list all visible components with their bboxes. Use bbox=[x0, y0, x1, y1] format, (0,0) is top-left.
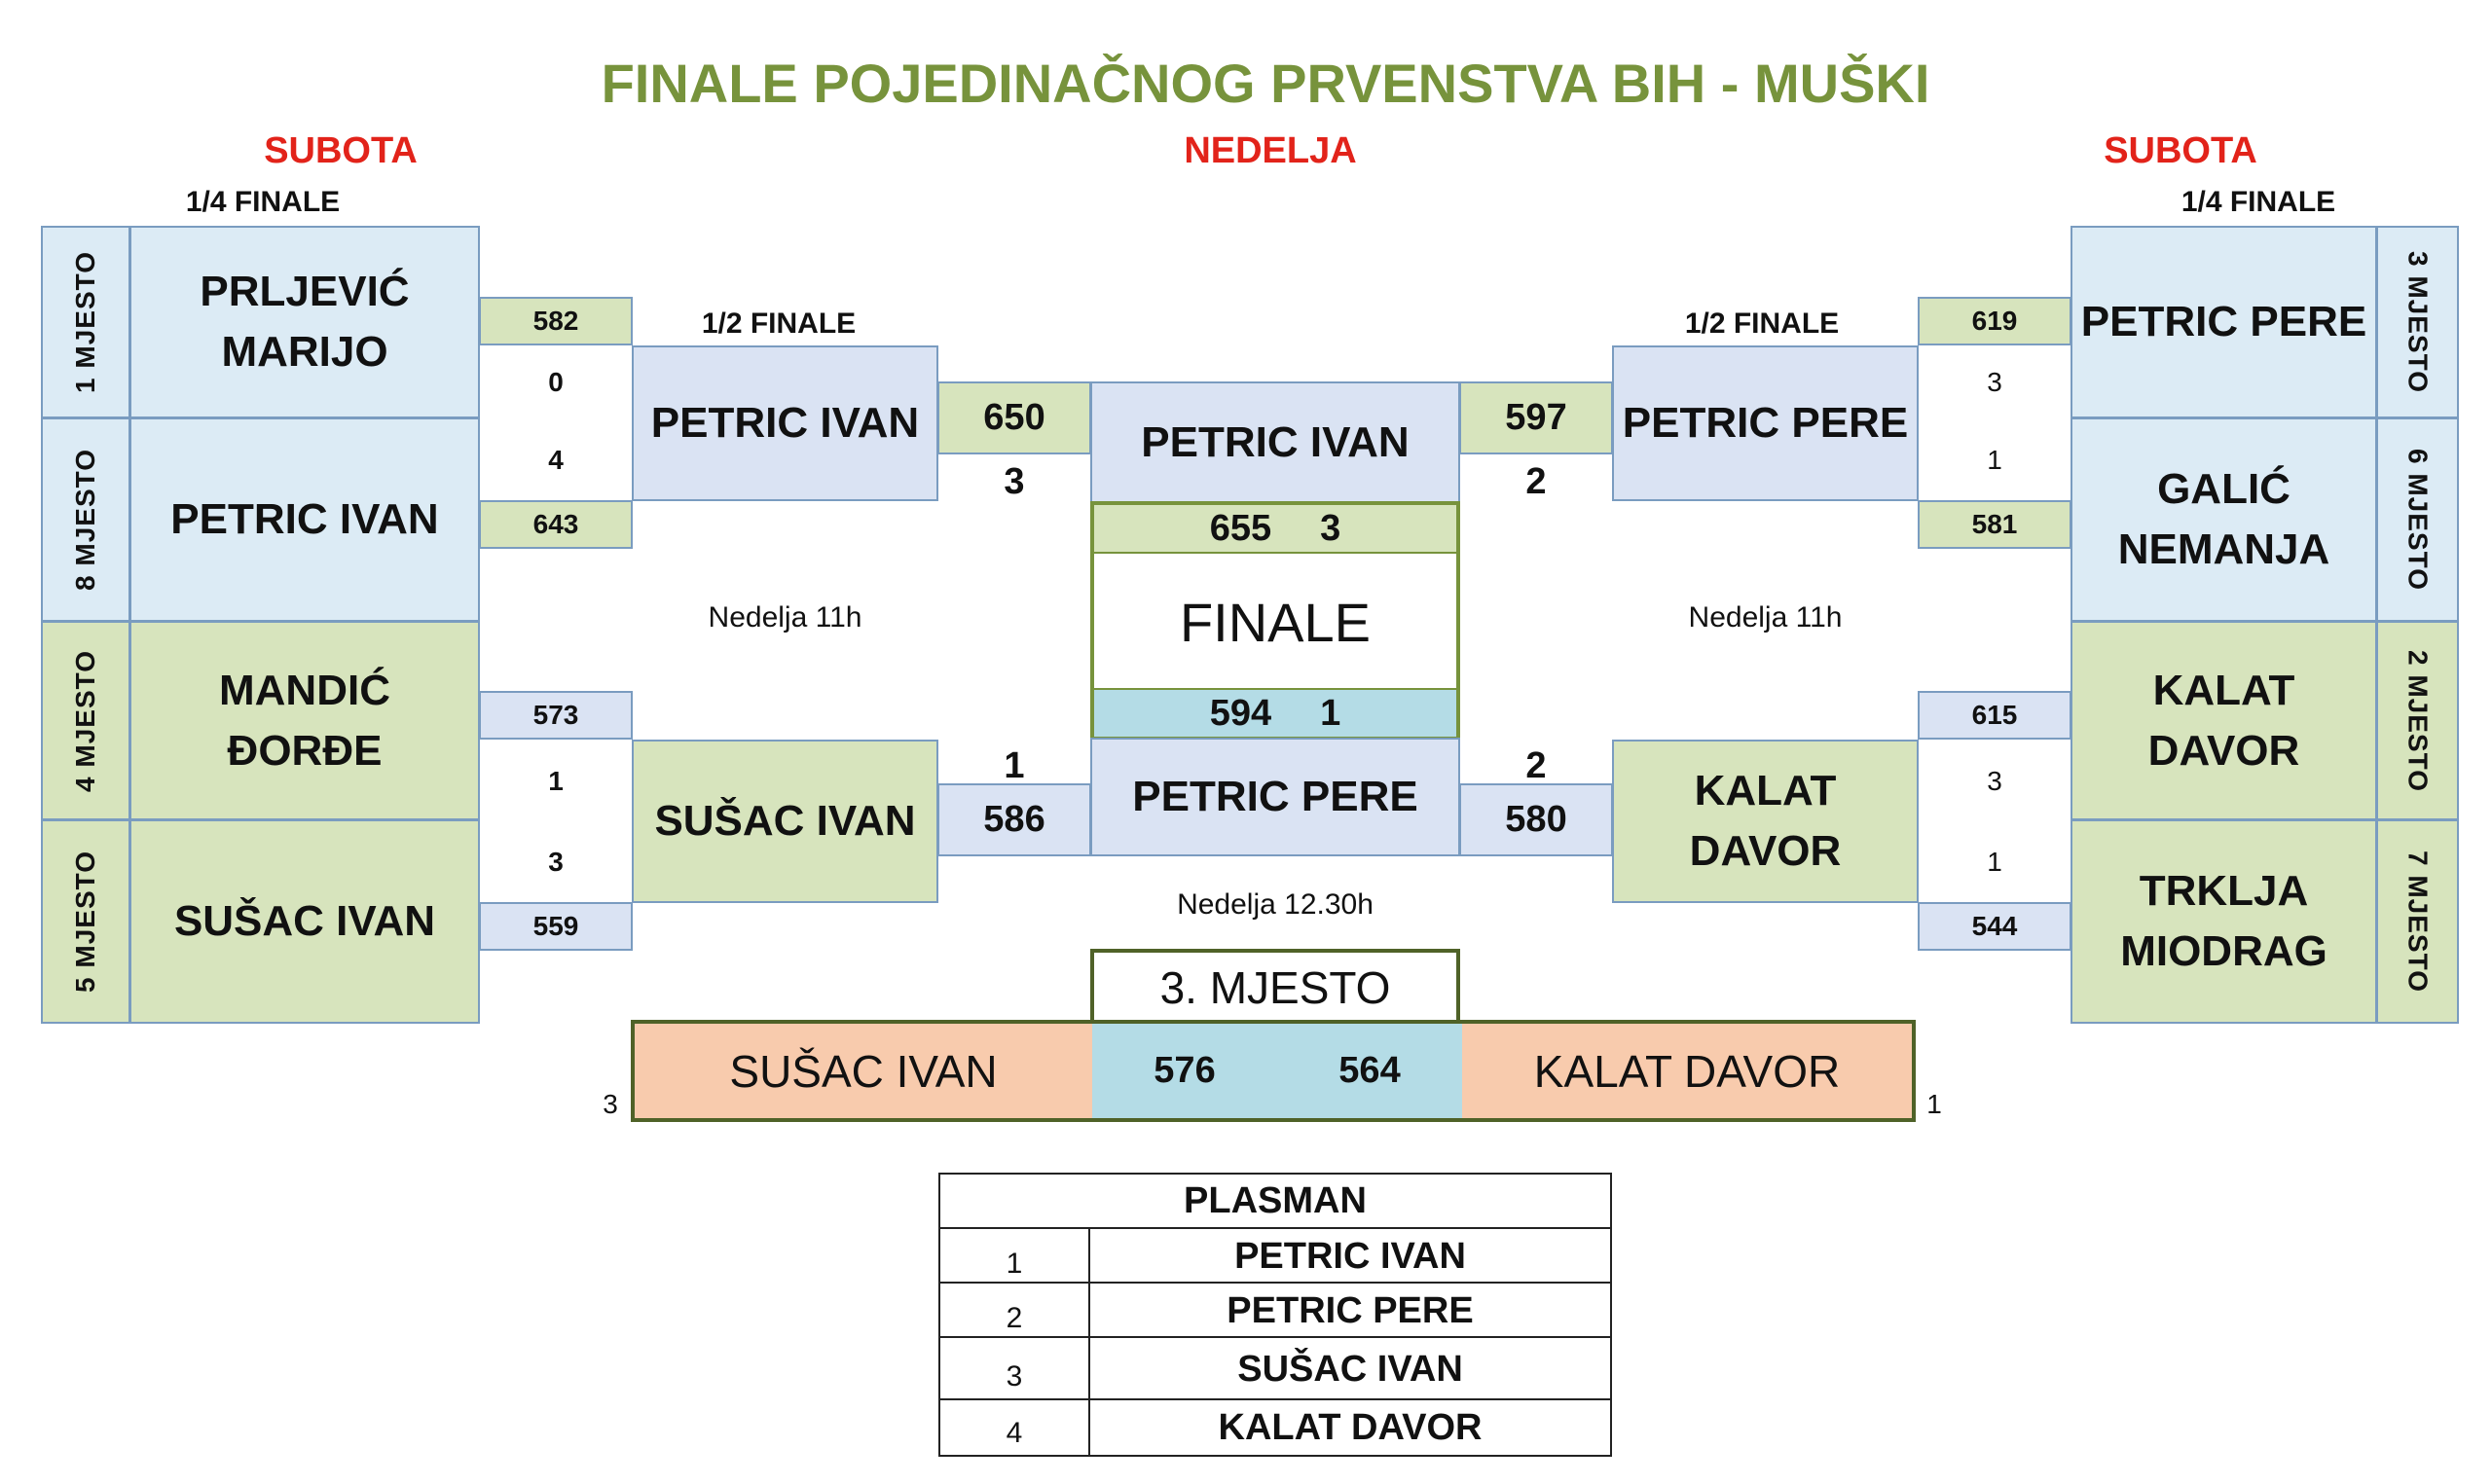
third-place-right-score: 564 bbox=[1338, 1050, 1401, 1091]
qf-score: 559 bbox=[479, 902, 633, 951]
day-label-right: SUBOTA bbox=[2104, 129, 2257, 171]
third-place-scores: 576 564 bbox=[1092, 1024, 1462, 1118]
standings-name: SUŠAC IVAN bbox=[1237, 1348, 1463, 1390]
standings-name: PETRIC PERE bbox=[1227, 1289, 1474, 1331]
qf-sets: 1 bbox=[1987, 444, 2002, 475]
player-cell: PRLJEVIĆ MARIJO bbox=[129, 226, 480, 418]
round-label-sf-right: 1/2 FINALE bbox=[1684, 307, 1840, 340]
qf-score: 643 bbox=[479, 500, 633, 549]
player-cell: GALIĆ NEMANJA bbox=[2071, 417, 2377, 622]
qf-sets: 3 bbox=[548, 846, 564, 877]
semifinal-score: 580 bbox=[1459, 783, 1613, 856]
table-row: 2 PETRIC PERE bbox=[940, 1284, 1610, 1338]
seed-cell: 8 MJESTO bbox=[41, 417, 130, 622]
seed-label: 6 MJESTO bbox=[2402, 449, 2434, 591]
final-top-sets: 3 bbox=[1320, 507, 1341, 549]
semifinal-score: 597 bbox=[1459, 381, 1613, 454]
third-place-right-player: KALAT DAVOR bbox=[1462, 1024, 1912, 1118]
seed-cell: 3 MJESTO bbox=[2376, 226, 2459, 418]
semifinal-player: SUŠAC IVAN bbox=[632, 740, 938, 903]
standings-rank: 4 bbox=[1006, 1417, 1023, 1449]
match-time: Nedelja 11h bbox=[708, 601, 862, 633]
qf-sets: 1 bbox=[548, 765, 564, 796]
standings-name: KALAT DAVOR bbox=[1218, 1406, 1483, 1448]
standings-name: PETRIC IVAN bbox=[1234, 1235, 1466, 1277]
qf-score: 582 bbox=[479, 297, 633, 345]
third-place-left-score: 576 bbox=[1154, 1050, 1216, 1091]
seed-label: 7 MJESTO bbox=[2402, 851, 2434, 993]
qf-sets: 3 bbox=[1987, 366, 2002, 397]
seed-label: 8 MJESTO bbox=[70, 449, 100, 591]
third-place-label: 3. MJESTO bbox=[1090, 949, 1460, 1022]
standings-rank: 3 bbox=[1006, 1360, 1023, 1393]
qf-sets: 0 bbox=[548, 366, 564, 397]
player-cell: SUŠAC IVAN bbox=[129, 819, 480, 1024]
final-label: FINALE bbox=[1179, 591, 1372, 653]
match-time: Nedelja 11h bbox=[1688, 601, 1843, 633]
player-cell: MANDIĆ ĐORĐE bbox=[129, 621, 480, 820]
qf-score: 581 bbox=[1918, 500, 2071, 549]
day-label-center: NEDELJA bbox=[1184, 129, 1357, 171]
day-label-left: SUBOTA bbox=[264, 129, 418, 171]
seed-label: 3 MJESTO bbox=[2402, 251, 2434, 393]
seed-cell: 7 MJESTO bbox=[2376, 819, 2459, 1024]
seed-label: 1 MJESTO bbox=[70, 251, 100, 393]
page-title: FINALE POJEDINAČNOG PRVENSTVA BIH - MUŠK… bbox=[601, 52, 1930, 114]
third-place-left-player: SUŠAC IVAN bbox=[635, 1024, 1092, 1118]
round-label-qf-left: 1/4 FINALE bbox=[185, 185, 341, 218]
qf-sets: 1 bbox=[1987, 846, 2002, 877]
final-top-score: 655 bbox=[1209, 507, 1272, 549]
final-bottom-sets: 1 bbox=[1320, 692, 1341, 734]
semifinal-player: PETRIC IVAN bbox=[632, 345, 938, 501]
table-row: 4 KALAT DAVOR bbox=[940, 1400, 1610, 1455]
final-bottom-score: 594 bbox=[1209, 692, 1272, 734]
semifinal-sets: 1 bbox=[1004, 744, 1025, 786]
seed-cell: 5 MJESTO bbox=[41, 819, 130, 1024]
final-time: Nedelja 12.30h bbox=[1177, 888, 1374, 921]
standings-table: PLASMAN 1 PETRIC IVAN 2 PETRIC PERE 3 SU… bbox=[938, 1173, 1612, 1457]
standings-rank: 2 bbox=[1006, 1302, 1023, 1334]
qf-sets: 3 bbox=[1987, 765, 2002, 796]
semifinal-player: KALAT DAVOR bbox=[1612, 740, 1919, 903]
round-label-sf-left: 1/2 FINALE bbox=[701, 307, 857, 340]
qf-score: 544 bbox=[1918, 902, 2071, 951]
final-bottom-score-row: 594 1 bbox=[1094, 688, 1456, 737]
semifinal-sets: 3 bbox=[1004, 460, 1025, 502]
third-place-left-sets: 3 bbox=[603, 1089, 618, 1119]
table-row: 3 SUŠAC IVAN bbox=[940, 1338, 1610, 1400]
semifinal-score: 650 bbox=[937, 381, 1091, 454]
qf-score: 615 bbox=[1918, 691, 2071, 740]
seed-label: 5 MJESTO bbox=[70, 851, 100, 993]
seed-cell: 4 MJESTO bbox=[41, 621, 130, 820]
standings-rank: 1 bbox=[1006, 1248, 1023, 1280]
semifinal-sets: 2 bbox=[1525, 744, 1547, 786]
third-place-right-sets: 1 bbox=[1926, 1089, 1942, 1119]
finalist-bottom: PETRIC PERE bbox=[1090, 738, 1460, 856]
player-cell: KALAT DAVOR bbox=[2071, 621, 2377, 820]
seed-label: 4 MJESTO bbox=[70, 649, 100, 792]
player-cell: TRKLJA MIODRAG bbox=[2071, 819, 2377, 1024]
final-top-score-row: 655 3 bbox=[1094, 505, 1456, 554]
finalist-top: PETRIC IVAN bbox=[1090, 381, 1460, 503]
standings-divider bbox=[1088, 1229, 1090, 1455]
player-cell: PETRIC PERE bbox=[2071, 226, 2377, 418]
semifinal-score: 586 bbox=[937, 783, 1091, 856]
final-box: 655 3 FINALE 594 1 bbox=[1090, 501, 1460, 740]
seed-cell: 2 MJESTO bbox=[2376, 621, 2459, 820]
qf-sets: 4 bbox=[548, 444, 564, 475]
seed-label: 2 MJESTO bbox=[2402, 649, 2434, 792]
seed-cell: 1 MJESTO bbox=[41, 226, 130, 418]
round-label-qf-right: 1/4 FINALE bbox=[2180, 185, 2336, 218]
player-cell: PETRIC IVAN bbox=[129, 417, 480, 622]
semifinal-player: PETRIC PERE bbox=[1612, 345, 1919, 501]
seed-cell: 6 MJESTO bbox=[2376, 417, 2459, 622]
qf-score: 573 bbox=[479, 691, 633, 740]
table-row: 1 PETRIC IVAN bbox=[940, 1229, 1610, 1284]
semifinal-sets: 2 bbox=[1525, 460, 1547, 502]
third-place-match: SUŠAC IVAN 576 564 KALAT DAVOR bbox=[631, 1020, 1916, 1122]
qf-score: 619 bbox=[1918, 297, 2071, 345]
standings-header: PLASMAN bbox=[940, 1175, 1610, 1229]
